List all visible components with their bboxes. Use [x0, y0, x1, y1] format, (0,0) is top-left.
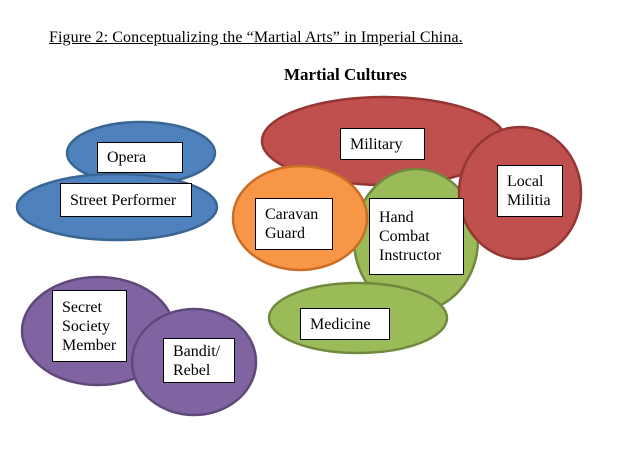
label-line: Street Performer: [70, 191, 177, 209]
bandit-rebel-label: Bandit/Rebel: [163, 338, 235, 383]
label-line: Caravan: [265, 206, 319, 223]
label-line: Bandit/: [173, 342, 221, 360]
label-line: Secret: [62, 298, 102, 316]
figure-caption: Figure 2: Conceptualizing the “Martial A…: [49, 29, 463, 46]
opera-label: Opera: [97, 142, 183, 173]
label-line: Instructor: [379, 247, 442, 264]
label-line: Medicine: [310, 315, 371, 333]
military-label: Military: [340, 128, 425, 160]
label-line: Society: [62, 317, 110, 335]
medicine-label: Medicine: [300, 308, 390, 340]
label-line: Combat: [379, 228, 430, 245]
label-line: Member: [62, 336, 117, 354]
label-line: Militia: [507, 192, 551, 209]
street-performer-label: Street Performer: [60, 183, 192, 217]
diagram-title: Martial Cultures: [284, 65, 407, 84]
label-line: Opera: [107, 149, 147, 166]
label-line: Guard: [265, 225, 305, 242]
label-line: Local: [507, 173, 544, 190]
label-line: Rebel: [173, 361, 211, 379]
label-line: Military: [350, 135, 403, 153]
label-line: Hand: [379, 209, 414, 226]
